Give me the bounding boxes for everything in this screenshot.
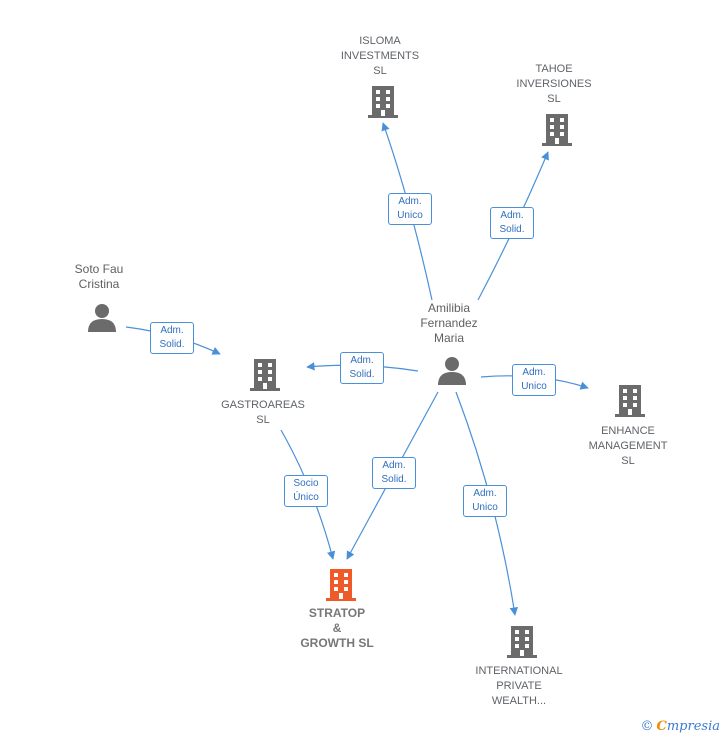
- edge-label-amilibia-stratop: Adm. Solid.: [372, 457, 416, 489]
- node-label-international[interactable]: INTERNATIONAL PRIVATE WEALTH...: [475, 665, 563, 707]
- edge-label-gastroareas-stratop: Socio Único: [284, 475, 328, 507]
- node-label-soto[interactable]: Soto Fau Cristina: [74, 262, 124, 291]
- edge-label-international: Adm. Unico: [463, 485, 507, 517]
- building-icon[interactable]: [613, 383, 647, 419]
- building-icon[interactable]: [366, 84, 400, 120]
- node-label-tahoe[interactable]: TAHOE INVERSIONES SL: [516, 63, 592, 105]
- brand-initial: C: [656, 719, 667, 734]
- building-icon[interactable]: [324, 567, 358, 603]
- building-icon[interactable]: [248, 357, 282, 393]
- node-label-amilibia[interactable]: Amilibia Fernandez Maria: [420, 301, 478, 345]
- edge-label-enhance: Adm. Unico: [512, 364, 556, 396]
- empresia-logo[interactable]: ©Cmpresia: [641, 719, 721, 734]
- node-label-enhance[interactable]: ENHANCE MANAGEMENT SL: [588, 425, 668, 467]
- edge-label-isloma: Adm. Unico: [388, 193, 432, 225]
- person-icon[interactable]: [436, 355, 468, 385]
- copyright-icon: ©: [640, 719, 654, 734]
- edge-label-amilibia-gastroareas: Adm. Solid.: [340, 352, 384, 384]
- building-icon[interactable]: [540, 112, 574, 148]
- node-label-isloma[interactable]: ISLOMA INVESTMENTS SL: [340, 35, 420, 77]
- node-label-gastroareas[interactable]: GASTROAREAS SL: [221, 399, 305, 426]
- edge-label-tahoe: Adm. Solid.: [490, 207, 534, 239]
- node-label-stratop[interactable]: STRATOP & GROWTH SL: [300, 606, 374, 650]
- edge-label-soto-gastroareas: Adm. Solid.: [150, 322, 194, 354]
- person-icon[interactable]: [86, 302, 118, 332]
- building-icon[interactable]: [505, 624, 539, 660]
- brand-name: mpresia: [666, 719, 720, 734]
